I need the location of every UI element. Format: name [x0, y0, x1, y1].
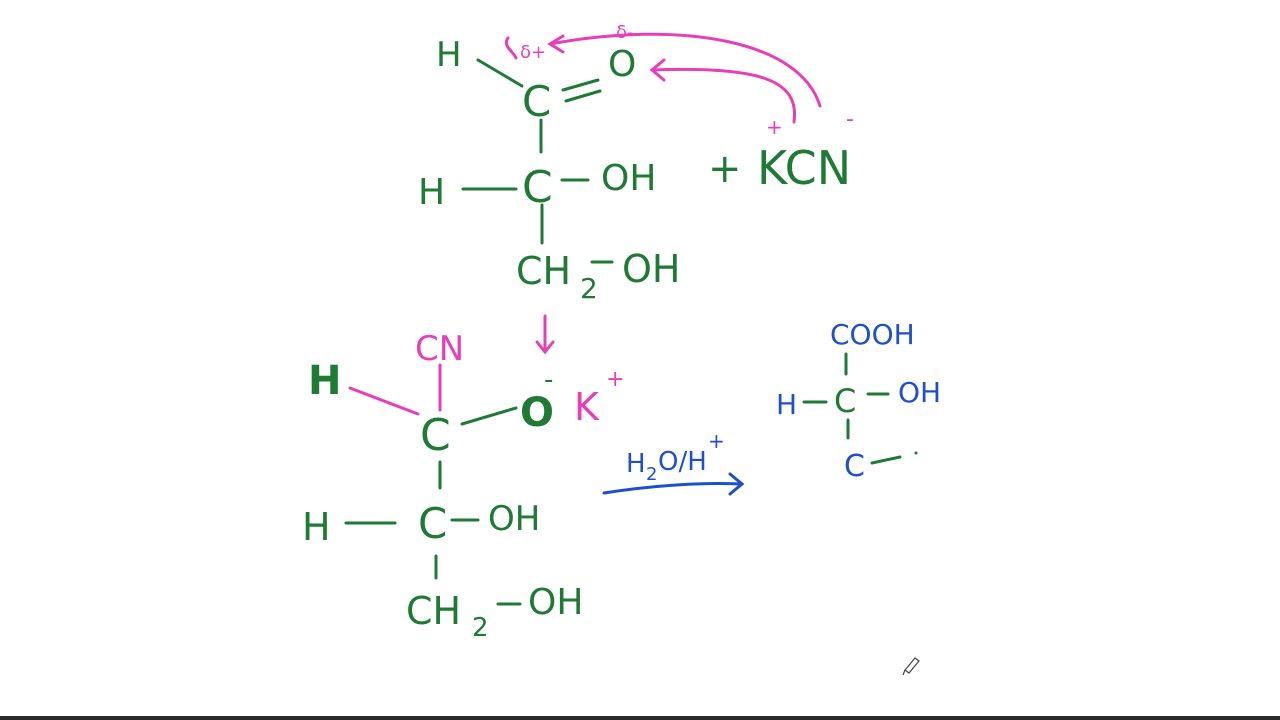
conditions-o-slash-h: O/H [658, 447, 707, 477]
reagent-plus-sign: + [708, 146, 742, 192]
reactant-mid-h: H [418, 172, 445, 213]
reactant-carbonyl-o: O [608, 44, 636, 85]
intermediate-o-charge: - [544, 365, 553, 395]
product-cooh: COOH [830, 318, 915, 351]
product-labels: COOH H C OH C [776, 318, 941, 484]
intermediate-mid-h: H [302, 505, 331, 549]
product-mid-oh: OH [898, 376, 941, 409]
intermediate-mid-oh: OH [488, 499, 540, 539]
cyanide-attack-arrowhead [547, 34, 565, 54]
reagent-k-charge: + [766, 115, 783, 139]
product-mid-c: C [834, 382, 856, 420]
reagent-kcn: KCN [757, 141, 851, 195]
hydrolysis-arrow [602, 472, 745, 496]
conditions-h2o-subscript: 2 [646, 464, 657, 485]
intermediate-cn-group: CN [415, 329, 464, 369]
reactant-aldehyde-h: H [436, 35, 462, 75]
intermediate-h-bond-pink [348, 386, 420, 416]
reactant-ch2-subscript: 2 [580, 272, 598, 305]
reactant-ch2: CH [516, 249, 571, 293]
hydrolysis-conditions: H 2 O/H + [626, 429, 725, 485]
intermediate-labels: H C O - H C OH CH 2 OH [302, 358, 583, 643]
screen-bottom-edge [0, 716, 1280, 720]
product-dot [914, 451, 918, 455]
intermediate-alkoxide-o: O [520, 390, 554, 436]
intermediate-counter-ion: K [574, 385, 600, 429]
bond-bottom-c-stub [870, 455, 902, 465]
reactant-labels: H C O H C OH CH 2 OH + KCN [418, 35, 851, 305]
reactant-mid-c: C [522, 162, 553, 213]
intermediate-top-h: H [308, 358, 341, 404]
electron-shift-arrow [650, 67, 797, 124]
reactant-carbonyl-c: C [522, 77, 551, 126]
delta-minus-label: δ- [616, 22, 634, 43]
product-structure [802, 352, 918, 465]
electron-shift-arrowhead [649, 58, 666, 82]
double-bond-top [561, 78, 600, 92]
reactant-structure [461, 58, 614, 264]
delta-plus-mark [504, 36, 518, 60]
hydrolysis-arrow-shaft [602, 481, 744, 495]
conditions-h-plus: + [708, 429, 725, 453]
product-bottom-c: C [844, 449, 865, 484]
intermediate-top-c: C [420, 410, 451, 461]
reactant-mid-oh: OH [601, 158, 656, 199]
double-bond-bottom [564, 89, 602, 103]
mechanism-arrows [348, 32, 822, 416]
charge-labels: δ+ δ- + - CN K + [415, 22, 854, 429]
reagent-cn-charge: - [846, 107, 854, 132]
pen-cursor-icon [902, 657, 920, 676]
intermediate-mid-c: C [418, 499, 447, 548]
intermediate-ch2-subscript: 2 [472, 613, 489, 643]
delta-plus-label: δ+ [520, 42, 546, 63]
bond-c-to-o-minus [460, 406, 518, 426]
intermediate-ch2: CH [406, 589, 461, 633]
intermediate-ch2-oh: OH [528, 582, 583, 623]
reactant-ch2-oh: OH [622, 247, 680, 291]
conditions-h: H [626, 449, 646, 479]
product-mid-h: H [776, 388, 797, 421]
intermediate-counter-charge: + [606, 367, 624, 392]
intermediate-structure [344, 406, 522, 606]
hydrolysis-arrow-head [728, 472, 745, 496]
bond-h-to-carbonyl-c [476, 58, 524, 88]
reaction-down-arrow-head [535, 340, 555, 355]
cyanide-attack-arrow [548, 32, 822, 108]
